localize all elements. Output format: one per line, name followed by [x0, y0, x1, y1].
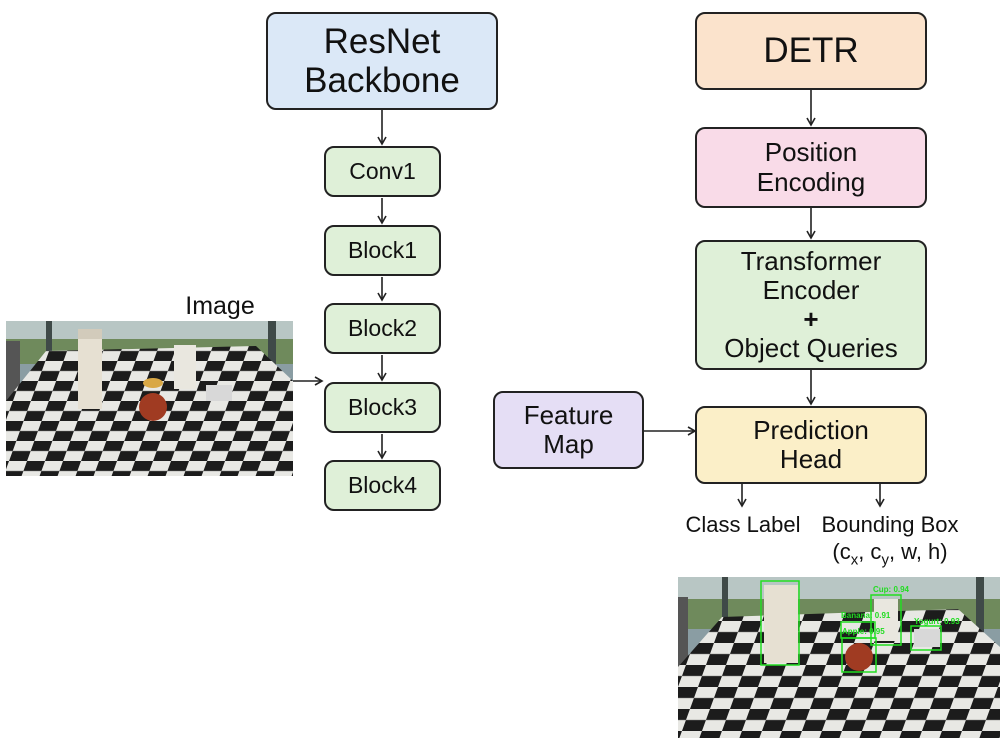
prediction-head-line1: Prediction — [753, 414, 869, 445]
block4-box: Block4 — [324, 460, 441, 511]
transformer-line2: Encoder — [762, 274, 860, 305]
resnet-backbone-box: ResNet Backbone — [266, 12, 498, 110]
transformer-line4: Object Queries — [724, 333, 898, 364]
resnet-title-line1: ResNet — [323, 21, 441, 61]
bbox-param-open: (c — [832, 539, 851, 564]
det-label-yogurt: Yogurt: 0.93 — [914, 617, 960, 626]
block1-box: Block1 — [324, 225, 441, 276]
feature-map-line1: Feature — [523, 399, 614, 430]
detection-box-yogurt — [910, 625, 942, 651]
detection-output-image: Cup: 0.94 Banana: 0.91 Apple: 0.95 Yogur… — [678, 577, 1000, 738]
bbox-param-y-sub: y — [881, 551, 889, 569]
position-encoding-box: Position Encoding — [695, 127, 927, 208]
detection-box-cup — [870, 594, 902, 646]
position-encoding-line2: Encoding — [756, 166, 866, 197]
feature-map-box: Feature Map — [493, 391, 644, 469]
image-label: Image — [185, 292, 255, 320]
conv1-box: Conv1 — [324, 146, 441, 197]
transformer-encoder-box: Transformer Encoder + Object Queries — [695, 240, 927, 370]
detection-box-milk — [760, 580, 800, 666]
position-encoding-line1: Position — [764, 137, 858, 168]
bbox-param-sep: , c — [858, 539, 882, 564]
input-image — [6, 321, 293, 476]
class-label-text: Class Label — [685, 512, 801, 537]
bounding-box-text: Bounding Box — [821, 512, 959, 537]
feature-map-line2: Map — [543, 429, 594, 459]
bbox-param-x-sub: x — [850, 551, 859, 569]
block3-box: Block3 — [324, 382, 441, 433]
det-label-cup: Cup: 0.94 — [873, 585, 910, 594]
prediction-head-line2: Head — [779, 444, 843, 474]
detr-box: DETR — [695, 12, 927, 90]
detection-box-apple — [841, 637, 877, 673]
block2-box: Block2 — [324, 303, 441, 354]
bounding-box-params: (cx, cy, w, h) — [812, 539, 968, 568]
transformer-line1: Transformer — [740, 245, 882, 276]
bbox-param-rest: , w, h) — [888, 539, 948, 564]
det-label-apple: Apple: 0.95 — [842, 627, 885, 636]
prediction-head-box: Prediction Head — [695, 406, 927, 484]
det-label-banana: Banana: 0.91 — [841, 611, 891, 620]
resnet-title-line2: Backbone — [304, 61, 460, 100]
transformer-plus: + — [803, 304, 819, 334]
